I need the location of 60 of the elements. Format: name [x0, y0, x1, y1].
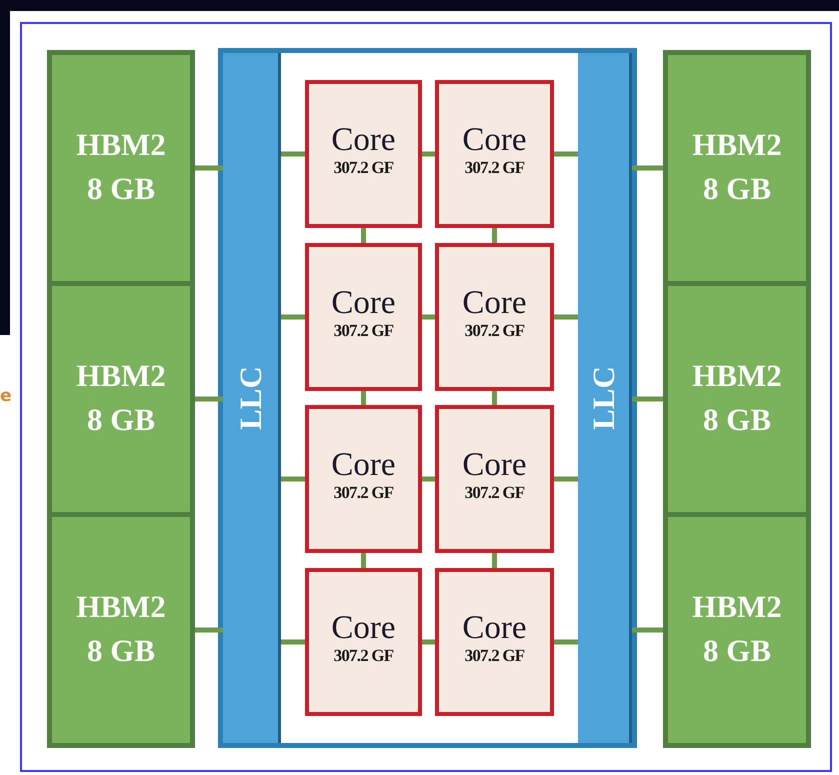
memory-label: HBM2 8 GB	[75, 357, 167, 439]
performance-label: 307.2 GF	[334, 321, 394, 341]
connector-line	[422, 152, 435, 156]
core-box	[305, 80, 422, 228]
memory-label: HBM2 8 GB	[75, 588, 167, 670]
core-label: Core	[462, 122, 527, 158]
core-label: Core	[462, 610, 527, 646]
connector-line	[492, 228, 497, 243]
connector-line	[632, 628, 663, 632]
connector-line	[632, 166, 663, 170]
core-label: Core	[462, 447, 527, 483]
connector-line	[361, 553, 366, 568]
performance-label: 307.2 GF	[334, 646, 394, 666]
connector-line	[422, 640, 435, 644]
connector-line	[422, 476, 435, 482]
connector-line	[492, 553, 497, 568]
core-label: Core	[331, 122, 396, 158]
cache-label: LLC	[232, 366, 268, 430]
performance-label: 307.2 GF	[334, 158, 394, 178]
core-box	[305, 405, 422, 553]
memory-label: HBM2 8 GB	[691, 588, 783, 670]
connector-line	[281, 476, 305, 482]
connector-line	[632, 396, 663, 402]
core-box	[305, 568, 422, 716]
connector-line	[361, 391, 366, 405]
connector-line	[195, 628, 223, 632]
memory-label: HBM2 8 GB	[691, 357, 783, 439]
core-label: Core	[331, 285, 396, 321]
cache-bar	[578, 53, 632, 743]
connector-line	[281, 314, 305, 320]
connector-line	[554, 314, 578, 320]
core-box	[305, 243, 422, 391]
connector-line	[492, 391, 497, 405]
performance-label: 307.2 GF	[464, 158, 524, 178]
connector-line	[195, 396, 223, 402]
core-box	[435, 405, 554, 553]
text-fragment: e	[0, 386, 12, 406]
memory-label: HBM2 8 GB	[75, 126, 167, 208]
chip-outline	[218, 48, 637, 748]
connector-line	[361, 228, 366, 243]
cache-bar	[223, 53, 281, 743]
connector-line	[554, 640, 578, 644]
core-label: Core	[331, 447, 396, 483]
performance-label: 307.2 GF	[464, 646, 524, 666]
core-box	[435, 80, 554, 228]
core-label: Core	[462, 285, 527, 321]
memory-label: HBM2 8 GB	[691, 126, 783, 208]
performance-label: 307.2 GF	[334, 483, 394, 503]
performance-label: 307.2 GF	[464, 321, 524, 341]
performance-label: 307.2 GF	[464, 483, 524, 503]
core-label: Core	[331, 610, 396, 646]
cache-label: LLC	[586, 366, 622, 430]
connector-line	[554, 476, 578, 482]
connector-line	[281, 152, 305, 156]
connector-line	[422, 314, 435, 320]
core-box	[435, 568, 554, 716]
connector-line	[554, 152, 578, 156]
connector-line	[195, 166, 223, 170]
core-box	[435, 243, 554, 391]
connector-line	[281, 640, 305, 644]
